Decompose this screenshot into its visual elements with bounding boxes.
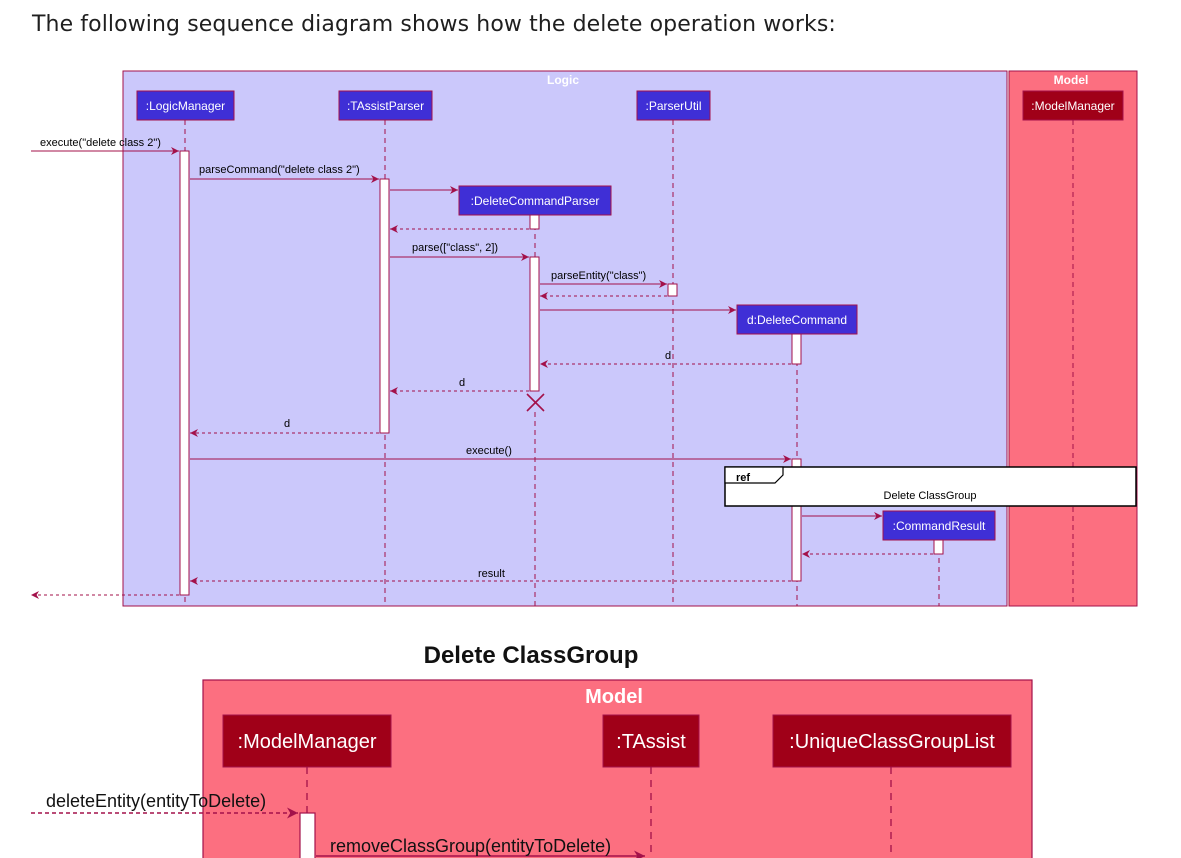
activation-bars — [179, 150, 944, 596]
model-box-2 — [202, 679, 1033, 858]
participant-model-manager-label: :ModelManager — [1031, 99, 1114, 113]
logic-box — [122, 70, 1008, 607]
diagram-2: Delete ClassGroup Model :ModelManager :T… — [31, 642, 1033, 858]
participant-parser-util: :ParserUtil — [636, 90, 711, 121]
msg-parse-label: parse(["class", 2]) — [412, 242, 498, 254]
activation-bar-model-manager-2 — [299, 812, 316, 858]
msg-execute-in-label: execute("delete class 2") — [40, 137, 161, 149]
ref-frame: ref Delete ClassGroup — [724, 466, 1137, 507]
participant-tassist-label: :TAssist — [616, 731, 686, 753]
participant-tassist-parser-label: :TAssistParser — [347, 99, 424, 113]
participant-tassist-parser: :TAssistParser — [338, 90, 433, 121]
participant-delete-command-parser-label: :DeleteCommandParser — [471, 194, 600, 208]
intro-text: The following sequence diagram shows how… — [32, 12, 836, 37]
participant-logic-manager-label: :LogicManager — [146, 99, 225, 113]
participant-tassist: :TAssist — [602, 714, 700, 768]
diagram-1: Logic Model :LogicManager :TAssistParser… — [31, 70, 1138, 607]
msg-execute-label: execute() — [466, 445, 512, 457]
ref-text: Delete ClassGroup — [884, 490, 977, 502]
logic-box-title: Logic — [547, 73, 579, 87]
model-box-title: Model — [1054, 73, 1089, 87]
msg-remove-class-group-label: removeClassGroup(entityToDelete) — [330, 836, 611, 856]
participant-unique-class-group-list: :UniqueClassGroupList — [772, 714, 1012, 768]
participant-delete-command: d:DeleteCommand — [736, 304, 858, 335]
participant-delete-command-label: d:DeleteCommand — [747, 313, 847, 327]
msg-parse-entity-label: parseEntity("class") — [551, 270, 646, 282]
participant-model-manager-2: :ModelManager — [222, 714, 392, 768]
msg-return-d-3-label: d — [284, 418, 290, 430]
diagram-2-title: Delete ClassGroup — [424, 642, 639, 669]
participant-command-result-label: :CommandResult — [893, 519, 986, 533]
msg-parse-command-label: parseCommand("delete class 2") — [199, 164, 360, 176]
participant-model-manager-2-label: :ModelManager — [238, 731, 377, 753]
participant-logic-manager: :LogicManager — [136, 90, 235, 121]
ref-tag: ref — [736, 472, 750, 484]
participant-delete-command-parser: :DeleteCommandParser — [458, 185, 612, 216]
participant-model-manager: :ModelManager — [1022, 90, 1124, 121]
msg-return-d-2-label: d — [459, 377, 465, 389]
destroy-marker — [526, 393, 545, 412]
participant-command-result: :CommandResult — [882, 510, 996, 541]
msg-result-label: result — [478, 568, 505, 580]
model-box-2-title: Model — [585, 686, 643, 708]
msg-return-d-1-label: d — [665, 350, 671, 362]
msg-delete-entity-label: deleteEntity(entityToDelete) — [46, 791, 266, 811]
participant-unique-class-group-list-label: :UniqueClassGroupList — [789, 731, 995, 753]
participant-parser-util-label: :ParserUtil — [645, 99, 701, 113]
